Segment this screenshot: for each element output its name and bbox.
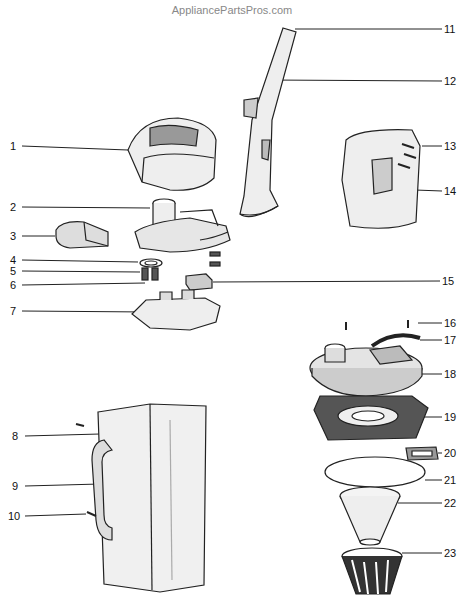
callout-number: 7 xyxy=(10,305,16,317)
callout-number: 12 xyxy=(444,75,456,87)
callout-number: 19 xyxy=(444,411,456,423)
callout-number: 20 xyxy=(444,447,456,459)
callout-number: 1 xyxy=(10,140,16,152)
callout-number: 5 xyxy=(10,265,16,277)
callout-number: 17 xyxy=(444,334,456,346)
callout-number: 21 xyxy=(444,474,456,486)
callout-number: 11 xyxy=(444,23,455,35)
callout-number: 8 xyxy=(12,430,18,442)
callout-number: 16 xyxy=(444,317,456,329)
callout-number: 22 xyxy=(444,497,456,509)
callout-number: 14 xyxy=(444,185,456,197)
callout-number: 18 xyxy=(444,368,456,380)
callout-number: 6 xyxy=(10,279,16,291)
callout-number: 23 xyxy=(444,547,456,559)
callout-number: 3 xyxy=(10,230,16,242)
watermark: AppliancePartsPros.com xyxy=(172,4,292,16)
callout-number: 9 xyxy=(12,480,18,492)
callout-number: 10 xyxy=(8,510,20,522)
callout-number: 13 xyxy=(444,140,456,152)
callout-number: 15 xyxy=(442,275,454,287)
callout-number: 2 xyxy=(10,201,16,213)
callout-number: 4 xyxy=(10,254,16,266)
